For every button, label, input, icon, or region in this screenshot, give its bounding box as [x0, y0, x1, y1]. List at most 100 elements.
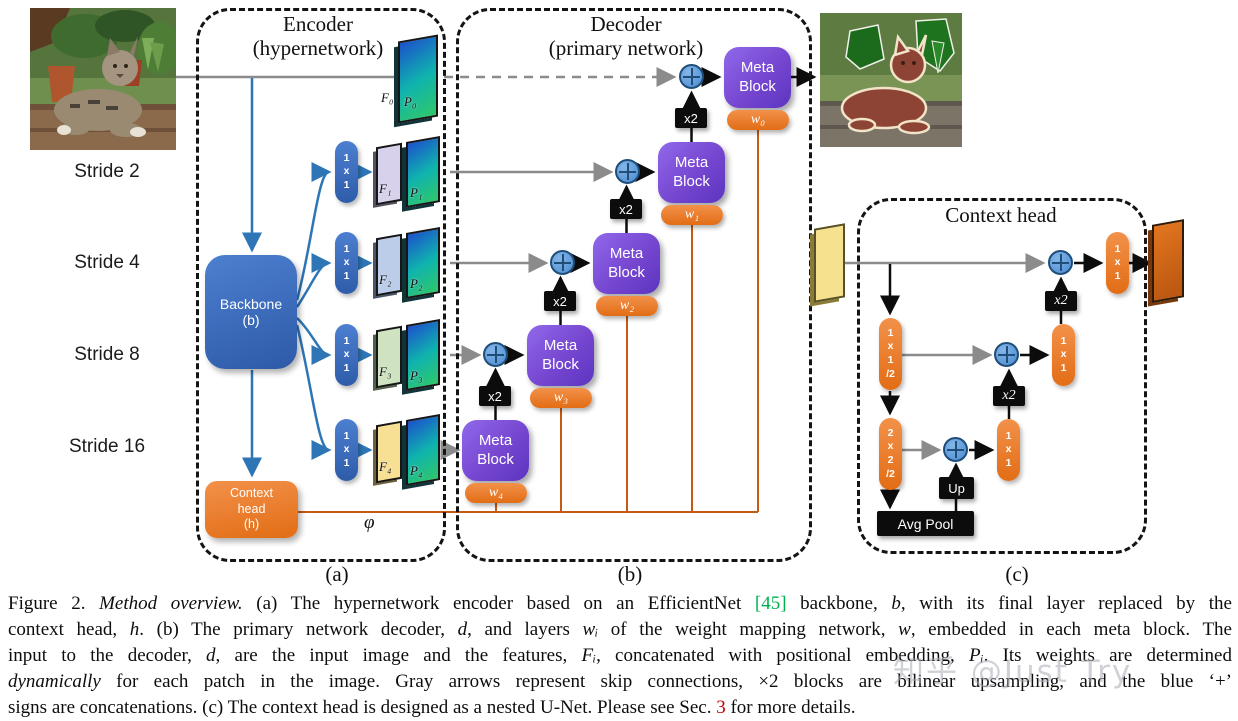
connector-lines — [176, 67, 1153, 513]
input-cat-photo — [30, 8, 182, 150]
upsample-x2-chip-3: x2 — [479, 386, 511, 406]
meta-block-2: Meta Block — [593, 233, 660, 294]
panel-a-label: (a) — [325, 562, 349, 586]
caption-segment: (a) The hypernetwork encoder based on an… — [242, 593, 755, 614]
caption-line-4: dynamically for each patch in the image.… — [8, 669, 1232, 695]
caption-segment: , with its final layer replaced by the — [900, 593, 1232, 614]
phi-label: φ — [364, 512, 375, 533]
conv1x1-block-4: 1 x 1 — [335, 419, 358, 481]
context-conv2x2-stride2: 2 x 2 /2 — [879, 418, 902, 490]
caption-segment: for each patch in the image. Gray arrows… — [100, 670, 1232, 692]
figure-diagram: Encoder (hypernetwork) Decoder (primary … — [30, 8, 1184, 586]
caption-segment: [45] — [754, 593, 787, 614]
context-concat-circle-1 — [994, 342, 1019, 367]
context-input-plate — [814, 223, 845, 303]
context-avg-pool-block: Avg Pool — [877, 511, 974, 536]
caption-segment: . (b) The primary network decoder, — [139, 618, 458, 640]
upsample-x2-chip-0: x2 — [675, 108, 707, 128]
caption-segment: dynamically — [8, 670, 101, 692]
meta-block-1: Meta Block — [658, 142, 725, 203]
stride-label-4: Stride 4 — [74, 252, 140, 273]
context-up-block: Up — [939, 477, 974, 499]
weight-tab-w2: w₂ — [596, 296, 658, 316]
context-conv1x1-level2: 1 x 1 — [997, 419, 1020, 481]
caption-segment: Fᵢ — [581, 644, 597, 666]
panel-b-label: (b) — [617, 562, 643, 586]
caption-line-2: context head, h. (b) The primary network… — [8, 617, 1232, 643]
context-head-block: Context head (h) — [205, 481, 298, 538]
caption-segment: , embedded in each meta block. The — [910, 618, 1232, 640]
caption-segment: . Its weights are determined — [983, 644, 1232, 666]
caption-segment: Pᵢ — [968, 644, 984, 666]
caption-segment: Method overview. — [99, 593, 243, 614]
caption-segment: w — [898, 618, 911, 640]
context-concat-circle-0 — [1048, 250, 1073, 275]
upsample-x2-chip-2: x2 — [544, 291, 576, 311]
conv1x1-block-1: 1 x 1 — [335, 141, 358, 203]
plate-label-p0: P₀ — [404, 94, 417, 109]
backbone-block: Backbone (b) — [205, 255, 297, 369]
context-head-title: Context head — [945, 203, 1057, 227]
plate-label-f4: F₄ — [379, 459, 392, 474]
plate-label-p3: P₃ — [410, 368, 423, 383]
panel-c-label: (c) — [1005, 562, 1029, 586]
output-segmentation — [820, 13, 962, 147]
plate-label-p4: P₄ — [410, 463, 423, 478]
caption-segment: for more details. — [725, 696, 856, 718]
concat-circle-2 — [550, 250, 575, 275]
caption-segment: Figure 2. — [8, 593, 100, 614]
weight-tab-w0: w₀ — [727, 110, 789, 130]
caption-segment: , concatenated with positional embedding… — [596, 644, 969, 666]
stride-label-16: Stride 16 — [68, 436, 146, 457]
context-head-box — [857, 198, 1147, 554]
caption-segment: , and layers — [467, 618, 583, 640]
decoder-title: Decoder (primary network) — [548, 12, 704, 61]
decoder-box — [456, 8, 812, 562]
caption-line-3: input to the decoder, d, are the input i… — [8, 643, 1232, 669]
concat-circle-1 — [615, 159, 640, 184]
plate-label-f3: F₃ — [379, 364, 392, 379]
stride-label-2: Stride 2 — [74, 161, 140, 182]
plate-label-f0: F₀ — [381, 90, 394, 105]
context-upsample-x2-chip-0: x2 — [1045, 291, 1077, 311]
meta-block-4: Meta Block — [462, 420, 529, 481]
conv1x1-block-3: 1 x 1 — [335, 324, 358, 386]
caption-segment: d — [457, 618, 468, 640]
encoder-box — [196, 8, 446, 562]
caption-segment: of the weight mapping network, — [598, 618, 899, 640]
caption-segment: context head, — [8, 618, 130, 640]
caption-segment: 3 — [716, 696, 726, 718]
caption-segment: wᵢ — [582, 618, 599, 640]
meta-block-0: Meta Block — [724, 47, 791, 108]
caption-segment: input to the decoder, — [8, 644, 207, 666]
caption-segment: backbone, — [786, 593, 892, 614]
caption-line-1: Figure 2. Method overview. (a) The hyper… — [8, 591, 1232, 617]
plate-label-f2: F₂ — [379, 272, 392, 287]
plate-label-p1: P₁ — [410, 185, 423, 200]
context-output-plate — [1152, 219, 1184, 303]
concat-circle-0 — [679, 64, 704, 89]
context-concat-circle-2 — [943, 437, 968, 462]
context-conv1x1-level1: 1 x 1 — [1052, 324, 1075, 386]
plate-label-p2: P₂ — [410, 276, 423, 291]
caption-segment: signs are concatenations. (c) The contex… — [8, 696, 717, 718]
output-image — [820, 13, 962, 152]
conv1x1-block-2: 1 x 1 — [335, 232, 358, 294]
stride-label-8: Stride 8 — [74, 344, 140, 365]
context-conv1x1-out: 1 x 1 — [1106, 232, 1129, 294]
caption-segment: b — [891, 593, 901, 614]
caption-segment: h — [129, 618, 140, 640]
weight-tab-w4: w₄ — [465, 483, 527, 503]
input-image — [30, 8, 182, 155]
meta-block-3: Meta Block — [527, 325, 594, 386]
concat-circle-3 — [483, 342, 508, 367]
feature-plate-p0 — [398, 34, 438, 124]
watermark: 知乎 @Just Try — [893, 654, 1133, 690]
plate-label-f1: F₁ — [379, 181, 392, 196]
caption-segment: d — [206, 644, 216, 666]
context-conv1x1-stride2: 1 x 1 /2 — [879, 318, 902, 390]
figure-caption: Figure 2. Method overview. (a) The hyper… — [8, 591, 1232, 721]
encoder-title: Encoder (hypernetwork) — [252, 12, 384, 61]
caption-segment: , are the input image and the features, — [215, 644, 582, 666]
